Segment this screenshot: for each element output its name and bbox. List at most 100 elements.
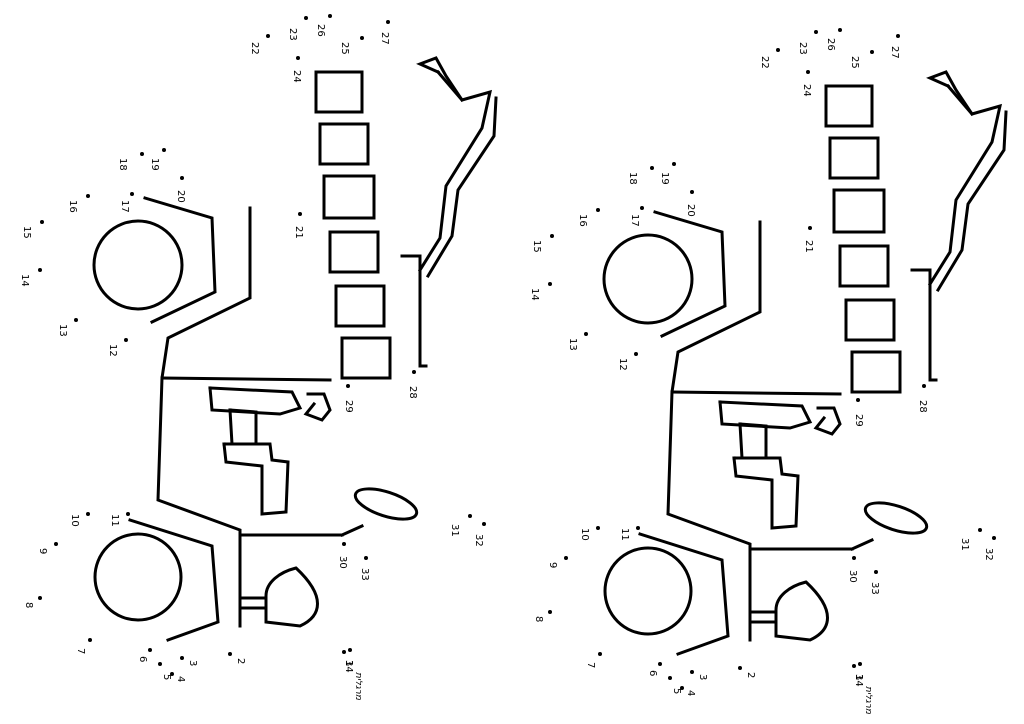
- dot-label-15: 15: [531, 240, 542, 253]
- dot-label-24: 24: [801, 84, 812, 97]
- dot-label-13: 13: [567, 338, 578, 351]
- dot-label-18: 18: [117, 158, 128, 171]
- dot-16: [86, 194, 90, 198]
- dot-label-33: 33: [869, 582, 880, 595]
- dot-17: [640, 206, 644, 210]
- dot-24: [296, 56, 300, 60]
- dot-1: [342, 650, 346, 654]
- dot-17: [130, 192, 134, 196]
- dot-label-1: 1: [853, 674, 864, 680]
- dot-13: [584, 332, 588, 336]
- dot-label-23: 23: [287, 28, 298, 41]
- dot-3: [690, 670, 694, 674]
- dot-31: [468, 514, 472, 518]
- dot-30: [342, 542, 346, 546]
- dot-29: [856, 398, 860, 402]
- dot-label-34: 34: [853, 674, 864, 687]
- dot-label-3: 3: [187, 660, 198, 666]
- dot-label-17: 17: [629, 214, 640, 227]
- dot-14: [548, 282, 552, 286]
- dot-label-13: 13: [57, 324, 68, 337]
- dot-label-8: 8: [23, 602, 34, 608]
- dot-label-9: 9: [37, 548, 48, 554]
- dot-label-32: 32: [983, 548, 994, 561]
- dot-23: [814, 30, 818, 34]
- dot-12: [124, 338, 128, 342]
- dot-label-34: 34: [343, 660, 354, 673]
- dot-label-6: 6: [647, 670, 658, 676]
- dot-label-25: 25: [339, 42, 350, 55]
- dot-8: [38, 596, 42, 600]
- dot-28: [412, 370, 416, 374]
- dot-29: [346, 384, 350, 388]
- dot-18: [140, 152, 144, 156]
- dot-label-9: 9: [547, 562, 558, 568]
- dot-15: [550, 234, 554, 238]
- dot-9: [54, 542, 58, 546]
- dot-2: [228, 652, 232, 656]
- dot-19: [162, 148, 166, 152]
- dot-32: [992, 536, 996, 540]
- dot-7: [88, 638, 92, 642]
- dot-7: [598, 652, 602, 656]
- fire-truck-outline: [602, 70, 1008, 656]
- signature: מרגלית: [863, 686, 873, 715]
- dot-label-32: 32: [473, 534, 484, 547]
- dot-label-30: 30: [847, 570, 858, 583]
- dot-18: [650, 166, 654, 170]
- dot-10: [86, 512, 90, 516]
- dot-26: [328, 14, 332, 18]
- dot-33: [364, 556, 368, 560]
- dot-label-3: 3: [697, 674, 708, 680]
- dot-21: [808, 226, 812, 230]
- dot-9: [564, 556, 568, 560]
- dot-16: [596, 208, 600, 212]
- dot-34: [348, 648, 352, 652]
- dot-24: [806, 70, 810, 74]
- dot-label-29: 29: [853, 414, 864, 427]
- dot-4: [680, 686, 684, 690]
- dot-32: [482, 522, 486, 526]
- dot-label-1: 1: [343, 660, 354, 666]
- dot-27: [386, 20, 390, 24]
- dot-20: [690, 190, 694, 194]
- dot-label-4: 4: [685, 690, 696, 696]
- dot-label-6: 6: [137, 656, 148, 662]
- dot-label-19: 19: [149, 158, 160, 171]
- dot-label-2: 2: [745, 672, 756, 678]
- dot-27: [896, 34, 900, 38]
- dot-label-28: 28: [407, 386, 418, 399]
- dot-22: [266, 34, 270, 38]
- dot-26: [838, 28, 842, 32]
- dot-label-11: 11: [109, 514, 120, 527]
- dot-label-14: 14: [529, 288, 540, 301]
- dot-label-12: 12: [617, 358, 628, 371]
- dot-label-28: 28: [917, 400, 928, 413]
- dot-label-7: 7: [75, 648, 86, 654]
- dot-23: [304, 16, 308, 20]
- dot-2: [738, 666, 742, 670]
- signature: מרגלית: [353, 672, 363, 701]
- dot-label-10: 10: [69, 514, 80, 527]
- dot-5: [158, 662, 162, 666]
- dot-20: [180, 176, 184, 180]
- dot-3: [180, 656, 184, 660]
- dot-33: [874, 570, 878, 574]
- dot-label-26: 26: [825, 38, 836, 51]
- dot-15: [40, 220, 44, 224]
- dot-label-22: 22: [249, 42, 260, 55]
- fire-truck-outline: [92, 56, 498, 642]
- dot-label-12: 12: [107, 344, 118, 357]
- dot-21: [298, 212, 302, 216]
- dot-34: [858, 662, 862, 666]
- dot-13: [74, 318, 78, 322]
- dot-6: [148, 648, 152, 652]
- dot-label-16: 16: [67, 200, 78, 213]
- dot-19: [672, 162, 676, 166]
- dot-label-25: 25: [849, 56, 860, 69]
- dot-label-18: 18: [627, 172, 638, 185]
